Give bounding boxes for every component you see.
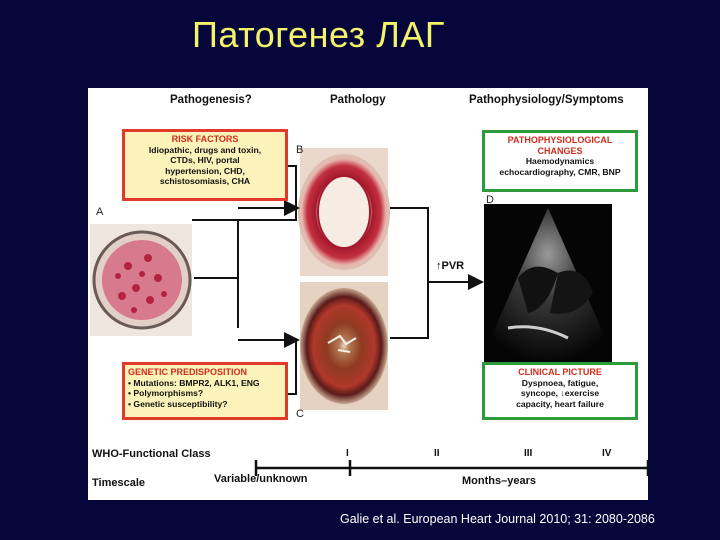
label-c: C bbox=[296, 408, 304, 420]
genetic-line-2: • Polymorphisms? bbox=[128, 388, 282, 399]
figure-panel: Pathogenesis? Pathology Pathophysiology/… bbox=[88, 88, 648, 500]
who-class-scale bbox=[256, 460, 648, 476]
label-b: B bbox=[296, 144, 303, 156]
clinical-picture-box: CLINICAL PICTURE Dyspnoea, fatigue, sync… bbox=[482, 362, 638, 420]
clinical-line-3: capacity, heart failure bbox=[488, 399, 632, 410]
clinical-title: CLINICAL PICTURE bbox=[488, 367, 632, 378]
slide-title: Патогенез ЛАГ bbox=[192, 14, 445, 56]
risk-factors-title: RISK FACTORS bbox=[128, 134, 282, 145]
pathophysiological-line-2: echocardiography, CMR, BNP bbox=[488, 167, 632, 178]
clinical-line-2: syncope, ↓exercise bbox=[488, 388, 632, 399]
header-pathogenesis: Pathogenesis? bbox=[170, 94, 252, 106]
genetic-line-3: • Genetic susceptibility? bbox=[128, 399, 282, 410]
risk-factors-line-2: CTDs, HIV, portal bbox=[128, 155, 282, 166]
risk-factors-box: RISK FACTORS Idiopathic, drugs and toxin… bbox=[122, 129, 288, 201]
header-pathology: Pathology bbox=[330, 94, 386, 106]
who-class-i: I bbox=[346, 448, 349, 459]
who-class-iii: III bbox=[524, 448, 532, 459]
genetic-predisposition-box: GENETIC PREDISPOSITION • Mutations: BMPR… bbox=[122, 362, 288, 420]
histology-image-b bbox=[298, 148, 390, 276]
pathophysiological-line-1: Haemodynamics bbox=[488, 156, 632, 167]
risk-factors-line-1: Idiopathic, drugs and toxin, bbox=[128, 145, 282, 156]
clinical-line-1: Dyspnoea, fatigue, bbox=[488, 378, 632, 389]
genetic-line-1: • Mutations: BMPR2, ALK1, ENG bbox=[128, 378, 282, 389]
pathophysiological-title-1: PATHOPHYSIOLOGICAL bbox=[488, 135, 632, 146]
who-class-ii: II bbox=[434, 448, 440, 459]
risk-factors-line-3: hypertension, CHD, bbox=[128, 166, 282, 177]
pathophysiological-title-2: CHANGES bbox=[488, 146, 632, 157]
who-class-iv: IV bbox=[602, 448, 611, 459]
label-a: A bbox=[96, 206, 103, 218]
echocardiogram-image-d bbox=[484, 204, 612, 364]
who-functional-class-label: WHO-Functional Class bbox=[92, 448, 211, 460]
timescale-label: Timescale bbox=[92, 477, 145, 489]
variable-unknown-label: Variable/unknown bbox=[214, 473, 308, 485]
pvr-label: ↑PVR bbox=[436, 260, 464, 272]
pathophysiological-changes-box: PATHOPHYSIOLOGICAL CHANGES Haemodynamics… bbox=[482, 130, 638, 192]
months-years-label: Months–years bbox=[462, 475, 536, 487]
citation-caption: Galie et al. European Heart Journal 2010… bbox=[340, 512, 655, 526]
histology-image-c bbox=[300, 282, 388, 410]
label-d: D bbox=[486, 194, 494, 206]
genetic-title: GENETIC PREDISPOSITION bbox=[128, 367, 282, 378]
histology-image-a bbox=[90, 224, 192, 336]
risk-factors-line-4: schistosomiasis, CHA bbox=[128, 176, 282, 187]
header-pathophysiology: Pathophysiology/Symptoms bbox=[469, 94, 624, 106]
